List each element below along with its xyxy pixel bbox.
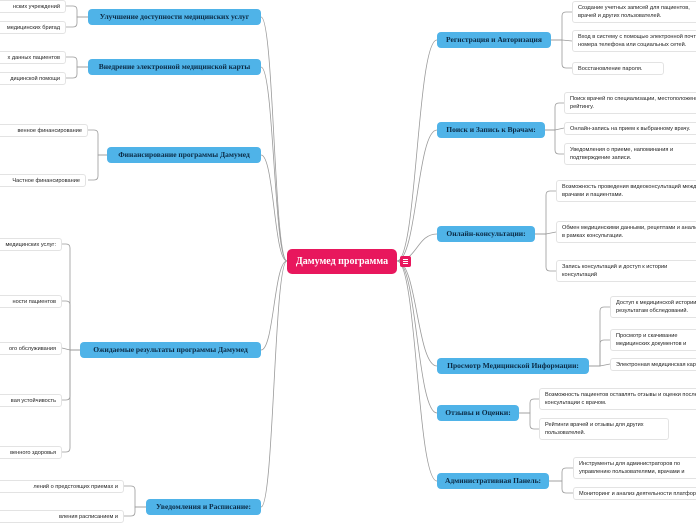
connector — [260, 16, 288, 262]
connector — [66, 66, 88, 79]
topic-reminders[interactable]: Уведомления о приеме, напоминания и подт… — [564, 143, 696, 165]
connector — [260, 260, 288, 351]
connector — [396, 260, 438, 482]
left-topic-sustainability[interactable]: вая устойчивость — [0, 394, 62, 407]
topic-create-accounts[interactable]: Создание учетных записей для пациентов, … — [572, 1, 696, 23]
connector — [62, 243, 80, 351]
topic-admin-tools[interactable]: Инструменты для администраторов по управ… — [573, 457, 696, 479]
topic-monitoring[interactable]: Мониторинг и анализ деятельности платфор… — [573, 487, 696, 500]
connector — [260, 260, 288, 508]
branch-online-consult[interactable]: Онлайн-консультации: — [437, 226, 535, 242]
connector — [62, 349, 80, 401]
branch-access-improvement[interactable]: Улучшение доступности медицинских услуг — [88, 9, 261, 25]
notes-icon[interactable] — [400, 256, 411, 267]
topic-login[interactable]: Вход в систему с помощью электронной поч… — [572, 30, 696, 52]
left-topic-satisfaction[interactable]: ности пациентов — [0, 295, 62, 308]
connector — [535, 233, 556, 272]
topic-leave-reviews[interactable]: Возможность пациентов оставлять отзывы и… — [539, 388, 696, 410]
left-topic-service-quality[interactable]: ого обслуживания — [0, 342, 62, 355]
branch-electronic-card[interactable]: Внедрение электронной медицинской карты — [88, 59, 261, 75]
connector — [551, 39, 572, 69]
left-topic-schedule[interactable]: вления расписанием и — [0, 510, 124, 523]
branch-expected-results[interactable]: Ожидаемые результаты программы Дамумед — [80, 342, 261, 358]
connector — [396, 129, 438, 262]
connector — [396, 39, 438, 262]
connector — [549, 467, 573, 482]
topic-data-exchange[interactable]: Обмен медицинскими данными, рецептами и … — [556, 221, 696, 243]
connector — [589, 339, 610, 367]
connector — [519, 412, 539, 430]
topic-consult-history[interactable]: Запись консультаций и доступ к истории к… — [556, 260, 696, 282]
topic-doctor-search[interactable]: Поиск врачей по специализации, местополо… — [564, 92, 696, 114]
connector — [260, 66, 288, 262]
left-topic-public-health[interactable]: венного здоровья — [0, 446, 62, 459]
branch-reviews[interactable]: Отзывы и Оценки: — [437, 405, 519, 421]
connector — [62, 300, 80, 351]
connector — [260, 154, 288, 262]
left-topic-institutions[interactable]: нских учреждений — [0, 0, 66, 13]
connector — [66, 16, 88, 28]
connector — [589, 363, 611, 367]
topic-doctor-ratings[interactable]: Рейтинги врачей и отзывы для других поль… — [539, 418, 669, 440]
connector — [88, 129, 107, 156]
branch-medical-info[interactable]: Просмотр Медицинской Информации: — [437, 358, 589, 374]
topic-online-booking[interactable]: Онлайн-запись на прием к выбранному врач… — [564, 122, 696, 135]
connector — [589, 306, 610, 367]
connector — [545, 102, 564, 131]
branch-notifications[interactable]: Уведомления и Расписание: — [146, 499, 261, 515]
connector — [66, 5, 88, 18]
left-topic-upcoming[interactable]: лений о предстоящих приемах и — [0, 480, 124, 493]
topic-electronic-card[interactable]: Электронная медицинская карта. — [610, 358, 696, 371]
branch-registration[interactable]: Регистрация и Авторизация — [437, 32, 551, 48]
central-topic[interactable]: Дамумед программа — [287, 249, 397, 274]
left-topic-medical-help[interactable]: дицинской помощи — [0, 72, 66, 85]
topic-medical-history[interactable]: Доступ к медицинской истории, результата… — [610, 296, 696, 318]
connector — [549, 480, 573, 494]
branch-admin-panel[interactable]: Административная Панель: — [437, 473, 549, 489]
topic-documents[interactable]: Просмотр и скачивание медицинских докуме… — [610, 329, 696, 351]
connector — [88, 154, 107, 181]
left-topic-services[interactable]: медицинских услуг: — [0, 238, 62, 251]
left-topic-brigades[interactable]: медицинских бригад — [0, 21, 66, 34]
connector — [519, 398, 539, 414]
topic-video-consult[interactable]: Возможность проведения видеоконсультаций… — [556, 180, 696, 202]
branch-financing[interactable]: Финансирование программы Дамумед — [107, 147, 261, 163]
left-topic-patient-data[interactable]: х данных пациентов — [0, 51, 66, 64]
connector — [124, 485, 146, 508]
connector — [66, 56, 88, 68]
left-topic-state-funding[interactable]: венное финансирование — [0, 124, 88, 137]
connector — [545, 129, 564, 155]
connector — [124, 506, 146, 517]
connector — [62, 349, 80, 453]
left-topic-private-funding[interactable]: Частное финансирование — [0, 174, 86, 187]
topic-password-recovery[interactable]: Восстановление пароля. — [572, 62, 664, 75]
connector — [396, 260, 438, 414]
connector — [551, 11, 572, 41]
connector — [396, 260, 438, 367]
branch-doctor-search[interactable]: Поиск и Запись к Врачам: — [437, 122, 545, 138]
connector — [535, 190, 556, 235]
